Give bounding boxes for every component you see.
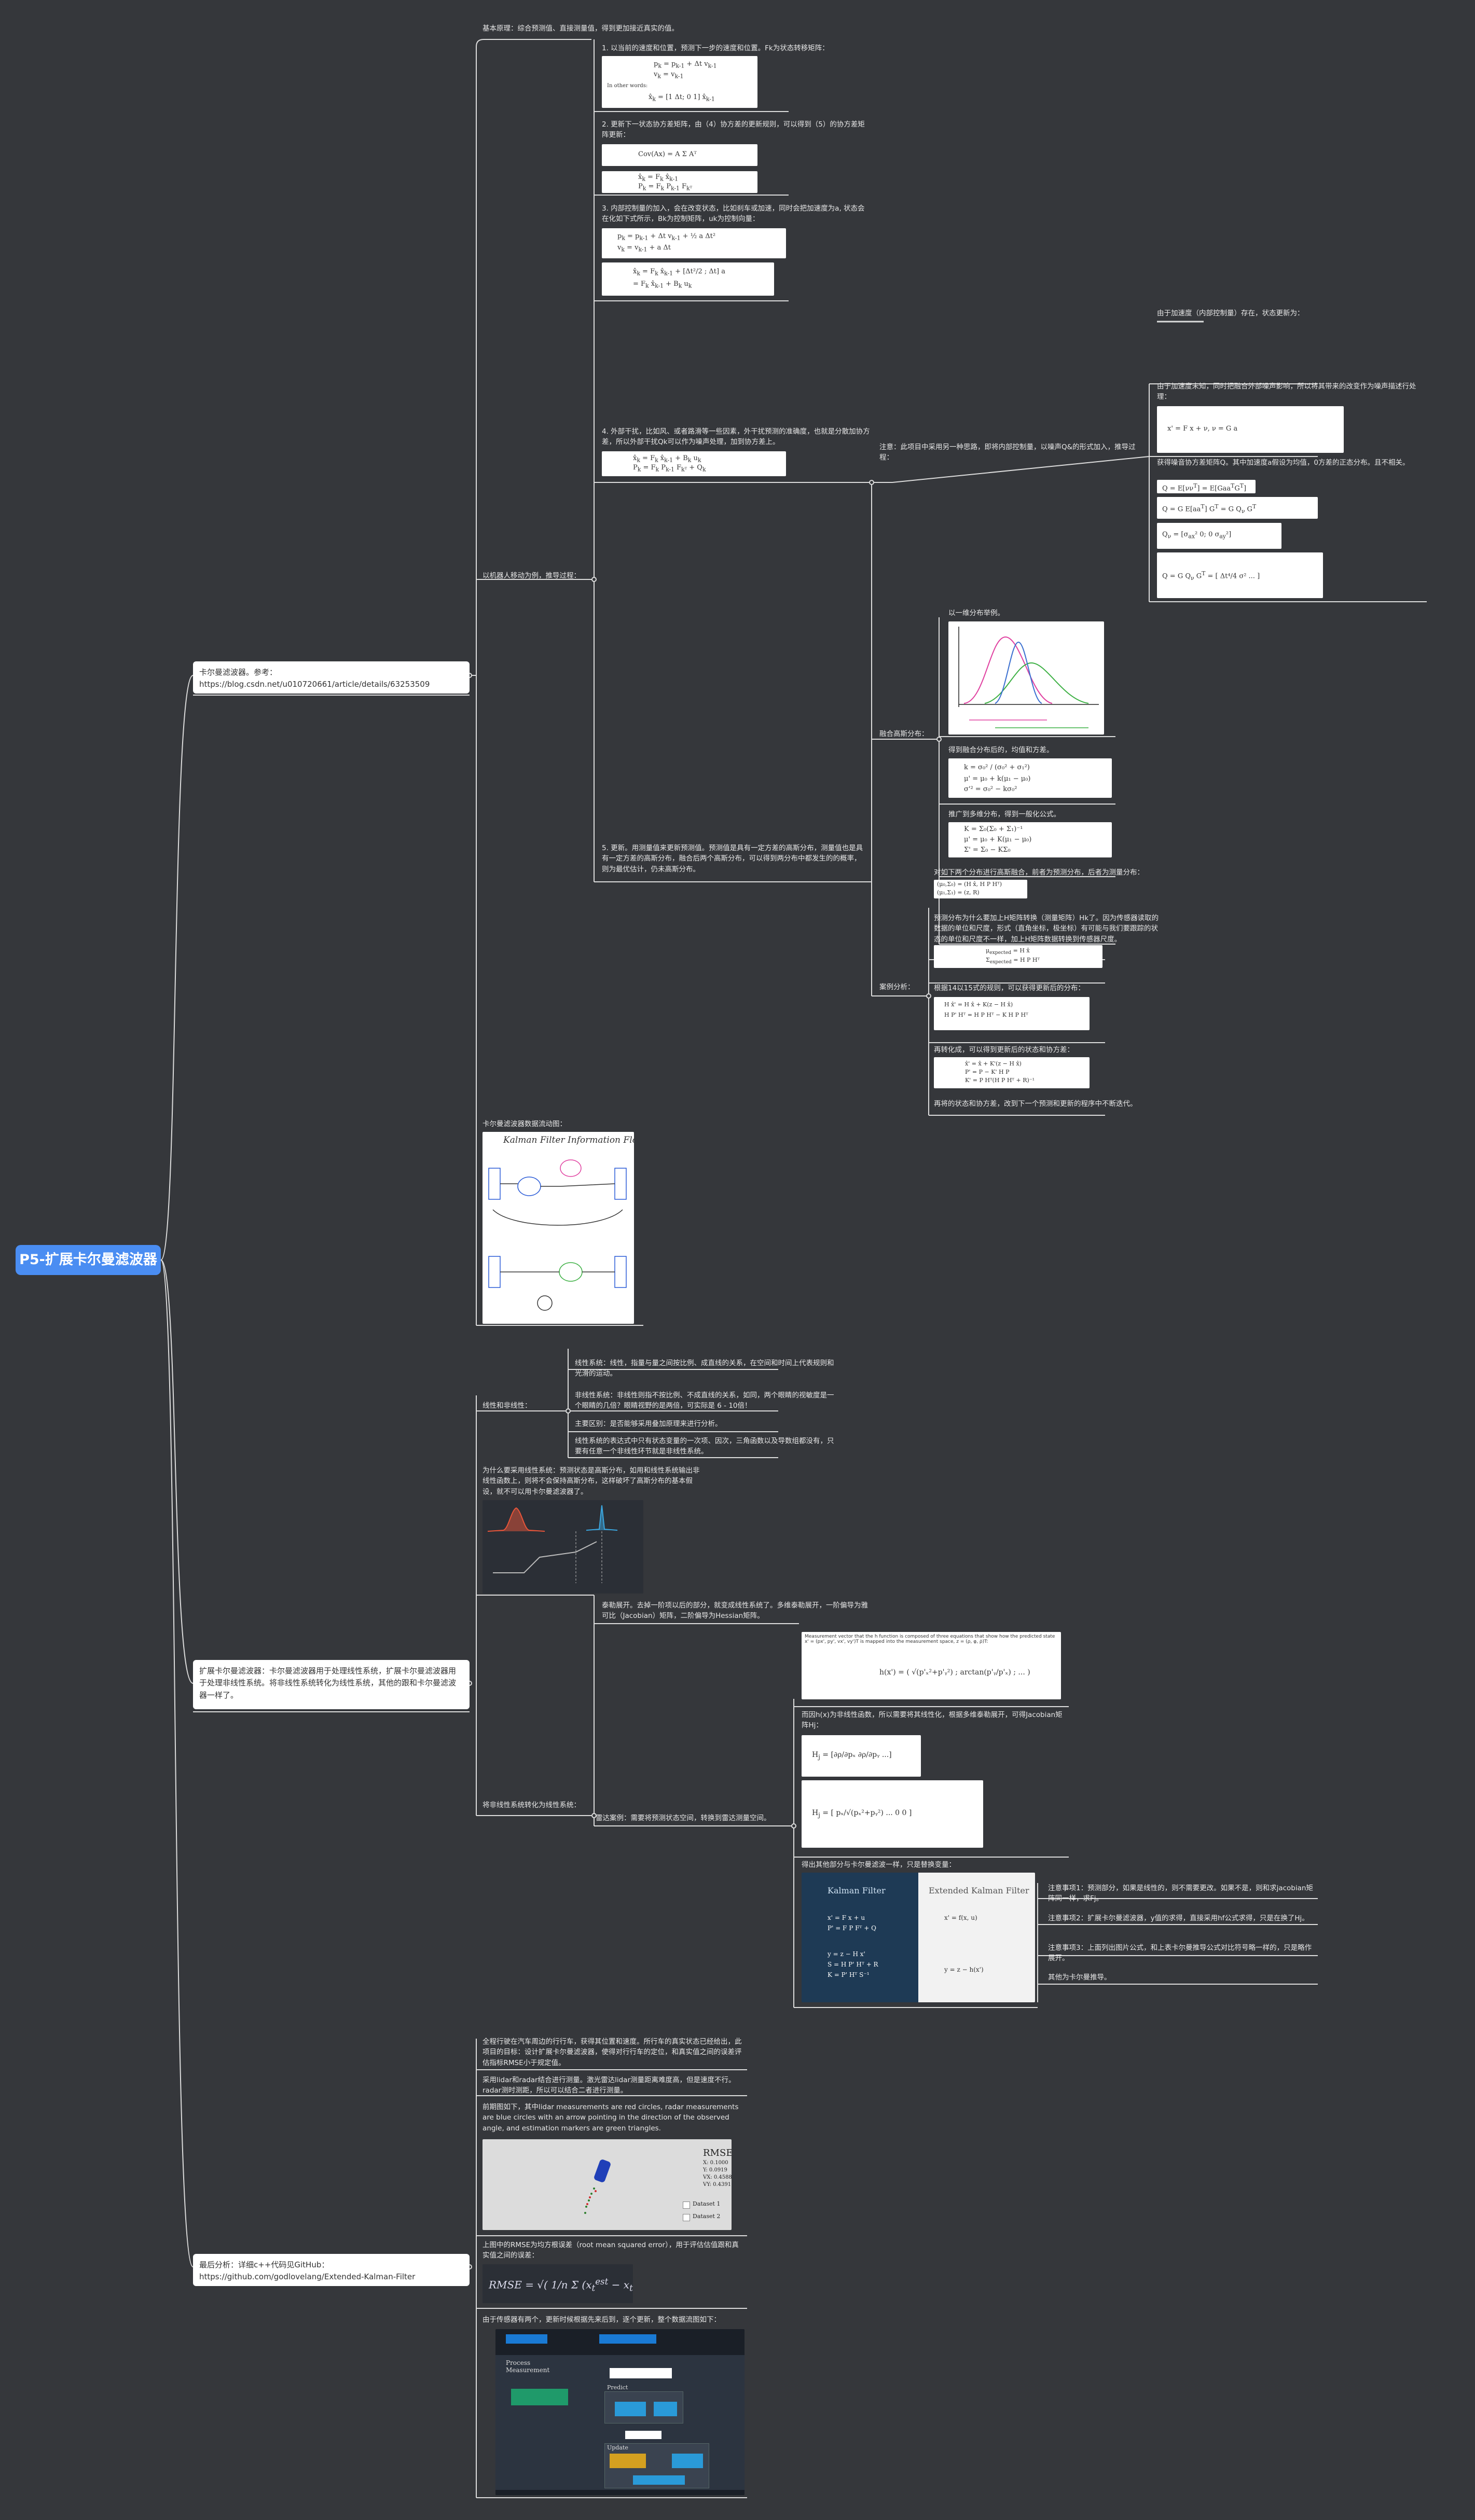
sub-node[interactable] [869, 480, 874, 485]
eq-jacobian-general: Hj = [∂ρ/∂pₓ ∂ρ/∂pᵧ ...] [802, 1735, 921, 1777]
kf-case-1: 预测分布为什么要加上H矩阵转换（测量矩阵）Hk了。因为传感器读取的数据的单位和尺… [934, 914, 1159, 944]
final-rmse-text: 上图中的RMSE为均方根误差（root mean squared error），… [483, 2241, 739, 2260]
kf-accel-desc: 由于加速度未知，同时把融合外部噪声影响，所以将其带来的改变作为噪声描述行处理： [1157, 382, 1416, 401]
ekf-title: Extended Kalman Filter [929, 1886, 1029, 1895]
kf-note: 注意：此项目中采用另一种思路，即将内部控制量，以噪声Q&的形式加入，推导过程： [879, 443, 1136, 462]
dataset1-label: Dataset 1 [693, 2200, 721, 2207]
rmse-vy: VY: 0.4391 [703, 2182, 732, 2187]
ekf-lin-3: 主要区别：是否能够采用叠加原理来进行分析。 [575, 1420, 722, 1428]
ekf-why: 为什么要采用线性系统：预测状态是高斯分布，如用和线性系统输出非线性函数上，则将不… [483, 1466, 700, 1496]
branch-extended-kalman[interactable]: 扩展卡尔曼滤波器：卡尔曼滤波器用于处理线性系统，扩展卡尔曼滤波器用于处理非线性系… [193, 1660, 470, 1709]
ekf-note-4: 其他为卡尔曼推导。 [1048, 1973, 1111, 1982]
eq-state-prediction: pk = pk-1 + Δt vk-1 vk = vk-1 In other w… [602, 56, 757, 108]
ekf-linear-label: 线性和非线性： [483, 1402, 532, 1410]
eq-external-noise: x̂k = Fk x̂k-1 + Bk uk Pk = Fk Pk-1 Fkᵀ … [602, 451, 786, 476]
nonlinear-gaussian-chart [483, 1500, 643, 1594]
branch-kalman-filter[interactable]: 卡尔曼滤波器。参考：https://blog.csdn.net/u0107206… [193, 661, 470, 694]
kf-basic: 基本原理：综合预测值、直接测量值，得到更加接近真实的值。 [483, 24, 679, 33]
ekf-dataflow-diagram: Process Measurement Predict Update [495, 2329, 745, 2495]
eq-control-matrix: x̂k = Fk x̂k-1 + [Δt²/2 ; Δt] a = Fk x̂k… [602, 262, 774, 296]
ekf-case-label: 雷达案例：需要将预测状态空间，转换到雷达测量空间。 [596, 1814, 771, 1822]
simulator-screenshot: RMSE X: 0.1000 Y: 0.0919 VX: 0.4588 VY: … [483, 2139, 732, 2230]
ekf-note-3: 注意事项3：上面列出图片公式，和上表卡尔曼推导公式对比符号略一样的，只是略作展开… [1048, 1944, 1312, 1963]
gaussian-fusion-chart [948, 621, 1104, 735]
kf-gauss-1: 以一维分布举例。 [948, 609, 1004, 617]
flow-predict: Predict [607, 2384, 628, 2391]
kf-case-label: 案例分析： [879, 983, 915, 991]
final-sensor: 采用lidar和radar结合进行测量。激光雷达lidar测量距离难度高，但是速… [483, 2076, 736, 2095]
dataset2-checkbox[interactable] [683, 2214, 690, 2221]
eq-state-update-accel: x' = F x + ν, ν = G a [1157, 406, 1344, 453]
eq-updated-distribution: H x̂' = H x̂ + K(z − H x̂) H P' Hᵀ = H P… [934, 997, 1090, 1030]
sub-node[interactable] [936, 737, 942, 742]
ekf-jacobian-note: 而因h(x)为非线性函数，所以需要将其线性化，根据多维泰勒展开，可得Jacobi… [802, 1711, 1063, 1730]
ekf-taylor: 泰勒展开。去掉一阶项以后的部分，就变成线性系统了。多维泰勒展开，一阶偏导为雅可比… [602, 1601, 868, 1621]
ekf-lin-2: 非线性系统：非线性则指不按比例、不成直线的关系，如同，两个眼睛的视敏度是一个眼睛… [575, 1391, 834, 1410]
kf-case-3: 再转化成，可以得到更新后的状态和协方差： [934, 1046, 1074, 1054]
dataset2-label: Dataset 2 [693, 2213, 721, 2220]
kf-accel-note: 由于加速度（内部控制量）存在，状态更新为： [1157, 309, 1304, 317]
eq-q-expand: Q = G E[aaT] GT = G Qν GT [1157, 497, 1318, 519]
kalman-flow-diagram: Kalman Filter Information Flow [483, 1132, 634, 1324]
kf-flow-label: 卡尔曼滤波器数据流动图： [483, 1120, 567, 1128]
eq-two-distributions: (μ₀,Σ₀) = (H x̂, H P Hᵀ) (μ₁,Σ₁) = (z, R… [934, 880, 1027, 898]
kf-step3: 3. 内部控制量的加入，会在改变状态，比如刹车或加速，同时会把加速度为a, 状态… [602, 204, 865, 224]
kf-step5: 5. 更新。用测量值来更新预测值。预测值是具有一定方差的高斯分布，测量值也是具有… [602, 844, 863, 874]
eq-updated-state: x̂' = x̂ + K'(z − H x̂) P' = P − K' H P … [934, 1057, 1090, 1088]
sub-node[interactable] [926, 993, 931, 999]
eq-1d-fusion: k = σ₀² / (σ₀² + σ₁²) μ' = μ₀ + k(μ₁ − μ… [948, 758, 1112, 798]
root-topic[interactable]: P5-扩展卡尔曼滤波器 [16, 1245, 161, 1275]
rmse-x: X: 0.1000 [703, 2160, 728, 2166]
kf-case-2: 根据14以15式的规则，可以获得更新后的分布： [934, 984, 1085, 992]
eq-q-definition: Q = E[ννT] = E[GaaTGT] [1157, 480, 1256, 493]
sub-node[interactable] [791, 1823, 796, 1829]
final-viz: 前期图如下，其中lidar measurements are red circl… [483, 2103, 739, 2133]
flow-update: Update [607, 2444, 628, 2451]
kf-process-noise: 获得噪音协方差矩阵Q。其中加速度a假设为均值，0方差的正态分布。且不相关。 [1157, 459, 1410, 467]
kf-case-4: 再将的状态和协方差，改到下一个预测和更新的程序中不断迭代。 [934, 1100, 1137, 1108]
kf-step4: 4. 外部干扰，比如风、或者路滑等一些因素，外干扰预测的准确度，也就是分散加协方… [602, 427, 870, 447]
dataset1-checkbox[interactable] [683, 2201, 690, 2209]
rmse-title: RMSE [703, 2148, 732, 2158]
kf-vs-ekf-table: Kalman Filter Extended Kalman Filter x' … [802, 1873, 1035, 2002]
eq-control-input: pk = pk-1 + Δt vk-1 + ½ a Δt² vk = vk-1 … [602, 228, 786, 258]
kf-step2: 2. 更新下一状态协方差矩阵，由（4）协方差的更新规则，可以得到（5）的协方差矩… [602, 120, 865, 140]
flow-process-measurement: Process Measurement [506, 2359, 550, 2374]
ekf-lin-1: 线性系统：线性，指量与量之间按比例、成直线的关系，在空间和时间上代表规则和光滑的… [575, 1359, 834, 1378]
eq-rmse: RMSE = √( 1/n Σ (xtest − xttrue)² ) [483, 2264, 633, 2303]
rmse-vx: VX: 0.4588 [703, 2175, 732, 2180]
rmse-y: Y: 0.0919 [703, 2167, 727, 2173]
kf-step1: 1. 以当前的速度和位置，预测下一步的速度和位置。Fk为状态转移矩阵： [602, 44, 829, 52]
kf-example-label: 以机器人移动为例，推导过程： [483, 572, 581, 580]
eq-jacobian-radar: Hj = [ pₓ/√(pₓ²+pᵧ²) ... 0 0 ] [802, 1780, 983, 1848]
ekf-note-1: 注意事项1：预测部分，如果是线性的，则不需要更改。如果不是，则和求jacobia… [1048, 1884, 1313, 1903]
kf-gauss-4: 对如下两个分布进行高斯融合，前者为预测分布，后者为测量分布： [934, 868, 1144, 877]
eq-q-matrix: Q = G Qν GT = [ Δt⁴/4 σ² ... ] [1157, 552, 1323, 598]
kf-gauss-2: 得到融合分布后的，均值和方差。 [948, 746, 1054, 754]
sub-node[interactable] [591, 577, 597, 582]
final-flow-text: 由于传感器有两个，更新时候根据先来后到，逐个更新，整个数据流图如下： [483, 2316, 721, 2324]
branch-final-analysis[interactable]: 最后分析：详细c++代码见GitHub：https://github.com/g… [193, 2254, 470, 2286]
eq-covariance-update: x̂k = Fk x̂k-1 Pk = Fk Pk-1 Fkᵀ [602, 171, 757, 193]
eq-covariance-rule: Cov(Ax) = A Σ Aᵀ [602, 144, 757, 166]
eq-h-transform: μexpected = H x̂ Σexpected = H P Hᵀ [934, 945, 1102, 968]
sub-node[interactable] [566, 1408, 571, 1414]
radar-measurement-function: Measurement vector that the h function i… [802, 1632, 1061, 1699]
ekf-compare-label: 得出其他部分与卡尔曼滤波一样，只是替换变量： [802, 1861, 956, 1869]
sub-node[interactable] [591, 1813, 597, 1818]
eq-nd-fusion: K = Σ₀(Σ₀ + Σ₁)⁻¹ μ' = μ₀ + K(μ₁ − μ₀) Σ… [948, 822, 1112, 857]
kf-title: Kalman Filter [828, 1886, 886, 1895]
kf-gauss-3: 推广到多维分布，得到一般化公式。 [948, 810, 1060, 819]
eq-qv: Qν = [σax² 0; 0 σay²] [1157, 523, 1281, 549]
ekf-note-2: 注意事项2：扩展卡尔曼滤波器，y值的求得，直接采用hf公式求得，只是在换了Hj。 [1048, 1914, 1309, 1922]
final-intro: 全程行驶在汽车周边的行行车，获得其位置和速度。所行车的真实状态已经给出，此项目的… [483, 2038, 742, 2067]
flow-title: Kalman Filter Information Flow [503, 1135, 634, 1145]
kf-gauss-label: 融合高斯分布： [879, 730, 929, 738]
ekf-convert-label: 将非线性系统转化为线性系统： [483, 1801, 581, 1809]
ekf-lin-4: 线性系统的表达式中只有状态变量的一次项、因次，三角函数以及导数组都没有，只要有任… [575, 1437, 834, 1456]
